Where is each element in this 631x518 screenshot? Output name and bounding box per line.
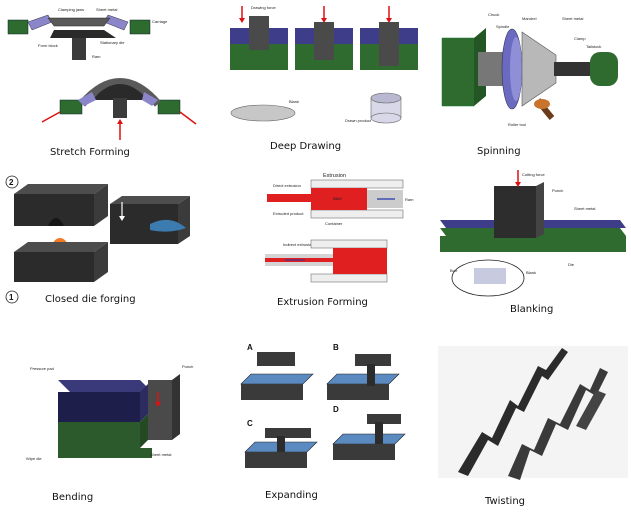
svg-text:Ram: Ram	[405, 197, 414, 202]
svg-text:Punch: Punch	[182, 364, 193, 369]
panel-spinning: Chuck Mandrel Spindle Sheet metal Clamp …	[430, 0, 631, 165]
panel-expanding: A B C D Expanding	[215, 340, 425, 518]
svg-text:Tailstock: Tailstock	[586, 44, 601, 49]
svg-text:Cutting force: Cutting force	[522, 172, 545, 177]
caption-closed-die-forging: Closed die forging	[45, 294, 136, 305]
blanking-diagram: Cutting force Punch Sheet metal Burr Bla…	[440, 170, 626, 297]
svg-text:Blank: Blank	[526, 270, 536, 275]
svg-text:2: 2	[9, 178, 14, 187]
panel-twisting: Twisting	[430, 340, 631, 518]
caption-deep-drawing: Deep Drawing	[270, 141, 342, 152]
panel-stretch-forming: Clamping jaws Sheet metal Carriage Form …	[0, 0, 210, 165]
caption-twisting: Twisting	[485, 496, 526, 507]
extrusion-forming-diagram: Extrusion Direct extrusion Extruded prod…	[265, 173, 414, 283]
panel-bending: Pressure pad Punch Wipe die Sheet metal …	[0, 340, 210, 518]
twisting-diagram	[438, 346, 628, 480]
svg-text:Ram: Ram	[92, 54, 101, 59]
svg-text:Burr: Burr	[450, 268, 458, 273]
svg-text:Billet: Billet	[333, 196, 343, 201]
svg-text:Indirect extrusion: Indirect extrusion	[283, 242, 313, 247]
svg-text:Chuck: Chuck	[488, 12, 499, 17]
spinning-diagram: Chuck Mandrel Spindle Sheet metal Clamp …	[441, 12, 618, 127]
svg-text:Form block: Form block	[38, 43, 58, 48]
svg-text:Mandrel: Mandrel	[522, 16, 537, 21]
svg-text:Stationary die: Stationary die	[100, 40, 125, 45]
svg-text:C: C	[247, 419, 253, 428]
closed-die-forging-diagram: 2 1	[5, 175, 190, 304]
panel-deep-drawing: Drawing force Blank Drawn product Deep D…	[215, 0, 425, 165]
caption-spinning: Spinning	[477, 146, 521, 157]
panel-blanking: Cutting force Punch Sheet metal Burr Bla…	[430, 170, 631, 330]
caption-expanding: Expanding	[265, 490, 318, 501]
svg-text:B: B	[333, 343, 339, 352]
svg-text:Wipe die: Wipe die	[26, 456, 42, 461]
expanding-diagram: A B C D	[240, 343, 406, 468]
stretch-forming-diagram: Clamping jaws Sheet metal Carriage Form …	[7, 7, 197, 140]
svg-text:Die: Die	[568, 262, 575, 267]
svg-text:Direct extrusion: Direct extrusion	[273, 183, 301, 188]
svg-text:Sheet metal: Sheet metal	[562, 16, 583, 21]
svg-text:Carriage: Carriage	[152, 19, 168, 24]
svg-text:Roller tool: Roller tool	[508, 122, 526, 127]
bending-diagram: Pressure pad Punch Wipe die Sheet metal	[26, 364, 193, 461]
svg-text:Extruded product: Extruded product	[273, 211, 304, 216]
svg-text:Sheet metal: Sheet metal	[574, 206, 595, 211]
caption-stretch-forming: Stretch Forming	[50, 147, 130, 158]
svg-text:1: 1	[9, 293, 14, 302]
svg-text:Extrusion: Extrusion	[323, 173, 346, 179]
svg-text:Pressure pad: Pressure pad	[30, 366, 54, 371]
svg-text:Blank: Blank	[289, 99, 299, 104]
caption-bending: Bending	[52, 492, 94, 503]
svg-text:Container: Container	[325, 221, 343, 226]
svg-text:A: A	[247, 343, 253, 352]
svg-text:Punch: Punch	[552, 188, 563, 193]
panel-closed-die-forging: 2 1 Closed die forging	[0, 170, 210, 330]
svg-text:D: D	[333, 405, 339, 414]
svg-text:Sheet metal: Sheet metal	[96, 7, 117, 12]
deep-drawing-diagram: Drawing force Blank Drawn product	[230, 5, 418, 124]
svg-text:Drawing force: Drawing force	[251, 5, 276, 10]
svg-text:Spindle: Spindle	[496, 24, 510, 29]
svg-text:Drawn product: Drawn product	[345, 118, 372, 123]
caption-blanking: Blanking	[510, 304, 554, 315]
svg-text:Clamp: Clamp	[574, 36, 586, 41]
svg-text:Clamping jaws: Clamping jaws	[58, 7, 84, 12]
panel-extrusion-forming: Extrusion Direct extrusion Extruded prod…	[215, 170, 425, 330]
svg-text:Sheet metal: Sheet metal	[150, 452, 171, 457]
caption-extrusion-forming: Extrusion Forming	[277, 297, 368, 308]
